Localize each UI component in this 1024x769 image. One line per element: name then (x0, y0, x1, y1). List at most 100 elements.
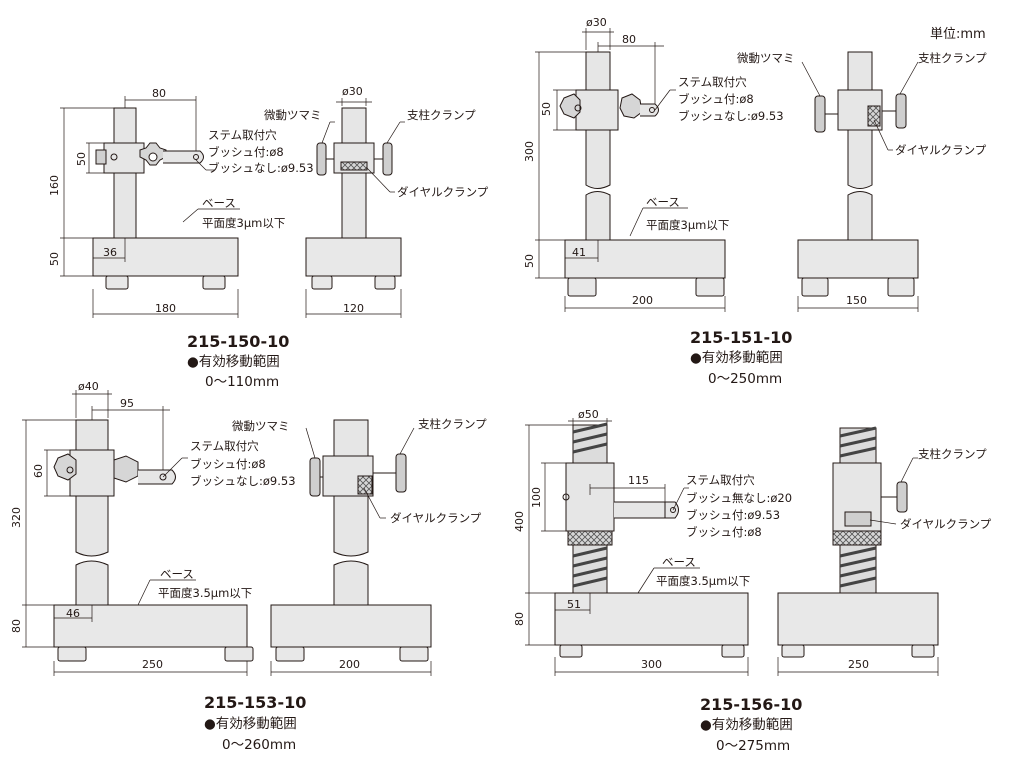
front-view (525, 418, 749, 676)
base-foot (559, 644, 583, 658)
label-range: 0〜260mm (222, 737, 296, 753)
label-post-clamp: 支柱クランプ (918, 447, 987, 461)
label-dial-clamp: ダイヤルクランプ (390, 511, 482, 525)
label-range: 0〜275mm (716, 738, 790, 754)
side-knob (95, 149, 107, 165)
base-foot (275, 646, 305, 662)
stem-post-lower (585, 191, 611, 241)
dim-lines (60, 96, 240, 318)
label-flatness: 平面度3.5µm以下 (656, 574, 750, 588)
panel-215-153-10: ø40 95 320 60 80 46 250 200 微動ツマミ 支柱クランプ… (10, 380, 487, 753)
label-bush-with-a: ブッシュ付:ø9.53 (686, 508, 780, 522)
side-view (305, 98, 405, 318)
label-range-title: ●有効移動範囲 (690, 350, 783, 366)
unit-label: 単位:mm (930, 26, 986, 42)
label-bush-without: ブッシュなし:ø9.53 (678, 109, 784, 123)
front-view (22, 390, 254, 676)
label-base-height: 80 (513, 612, 526, 626)
label-stem-hole: ステム取付穴 (678, 75, 747, 89)
dial-clamp (340, 161, 368, 171)
star-knob (619, 93, 643, 119)
fine-knob (316, 142, 327, 176)
model-number: 215-153-10 (204, 693, 306, 712)
panel-texts: ø30 80 300 50 50 41 200 150 微動ツマミ 支柱クランプ… (523, 16, 987, 387)
base-foot (105, 275, 129, 290)
post-clamp-knob (895, 93, 907, 129)
label-clamp-block: 50 (540, 102, 553, 116)
stem-arm (138, 469, 176, 485)
stem-arm (163, 150, 204, 164)
label-post-clamp: 支柱クランプ (918, 51, 987, 65)
label-base: ベース (202, 196, 236, 210)
panel-215-150-10: 80 160 50 50 36 180 ø30 120 微動ツマミ 支柱クランプ… (48, 85, 489, 390)
label-height: 320 (10, 507, 23, 528)
label-post-offset: 41 (572, 246, 586, 259)
base-foot (887, 277, 915, 297)
label-bush-with: ブッシュ付:ø8 (208, 145, 284, 159)
label-base-height: 50 (48, 252, 61, 266)
base (270, 604, 432, 648)
base (554, 592, 749, 646)
panel-texts: 80 160 50 50 36 180 ø30 120 微動ツマミ 支柱クランプ… (48, 85, 489, 390)
base-foot (202, 275, 226, 290)
base-foot (695, 277, 725, 297)
label-dial-clamp: ダイヤルクランプ (397, 185, 489, 199)
label-side-width: 250 (848, 658, 869, 671)
label-flatness: 平面度3µm以下 (202, 216, 285, 230)
label-bush-with: ブッシュ付:ø8 (678, 92, 754, 106)
base (92, 237, 239, 277)
label-bush-with: ブッシュ付:ø8 (190, 457, 266, 471)
side-view (777, 426, 939, 676)
clamp-block (575, 89, 619, 131)
base (564, 239, 726, 279)
side-view (797, 51, 919, 312)
base (305, 237, 402, 277)
post-clamp-knob (382, 142, 393, 176)
label-bush-without: ブッシュなし:ø9.53 (208, 161, 314, 175)
label-base-height: 50 (523, 254, 536, 268)
base (777, 592, 939, 646)
label-post-offset: 51 (567, 598, 581, 611)
base (53, 604, 248, 648)
model-number: 215-151-10 (690, 328, 792, 347)
stem-post-lower (333, 560, 369, 606)
base-foot (721, 644, 745, 658)
post-clamp-knob (896, 481, 908, 513)
base-foot (801, 277, 829, 297)
label-flatness: 平面度3µm以下 (646, 218, 729, 232)
panel-215-151-10: ø30 80 300 50 50 41 200 150 微動ツマミ 支柱クランプ… (523, 16, 987, 387)
panel-texts: ø50 115 400 100 80 51 300 250 支柱クランプ ステム… (513, 408, 992, 754)
label-side-width: 200 (339, 658, 360, 671)
label-height: 160 (48, 175, 61, 196)
base-foot (311, 275, 333, 290)
label-flatness: 平面度3.5µm以下 (158, 586, 252, 600)
label-stem-hole: ステム取付穴 (208, 128, 277, 142)
stem-post-lower (75, 560, 109, 606)
star-knob (113, 455, 139, 483)
front-view (535, 28, 726, 312)
side-view (270, 419, 432, 676)
label-arm: 80 (622, 33, 636, 46)
label-base-width: 300 (641, 658, 662, 671)
label-fine: 微動ツマミ (264, 108, 322, 122)
model-number: 215-150-10 (187, 332, 289, 351)
dial-clamp (567, 530, 613, 546)
label-arm: 80 (152, 87, 166, 100)
label-clamp-block: 60 (32, 464, 45, 478)
clamp-screw (562, 493, 570, 501)
base-foot (224, 646, 254, 662)
label-dial-clamp: ダイヤルクランプ (900, 517, 992, 531)
label-base: ベース (160, 567, 194, 581)
post-clamp-knob (395, 453, 407, 493)
fine-knob (814, 95, 826, 133)
stem-arm (614, 501, 679, 519)
panel-215-156-10: ø50 115 400 100 80 51 300 250 支柱クランプ ステム… (513, 408, 992, 754)
label-arm: 115 (628, 474, 649, 487)
label-stem-diameter: ø30 (342, 85, 363, 98)
base-foot (781, 644, 805, 658)
label-stem-diameter: ø50 (578, 408, 599, 421)
label-fine: 微動ツマミ (232, 419, 290, 433)
label-fine: 微動ツマミ (737, 51, 795, 65)
label-stem-diameter: ø40 (78, 380, 99, 393)
base-foot (57, 646, 87, 662)
